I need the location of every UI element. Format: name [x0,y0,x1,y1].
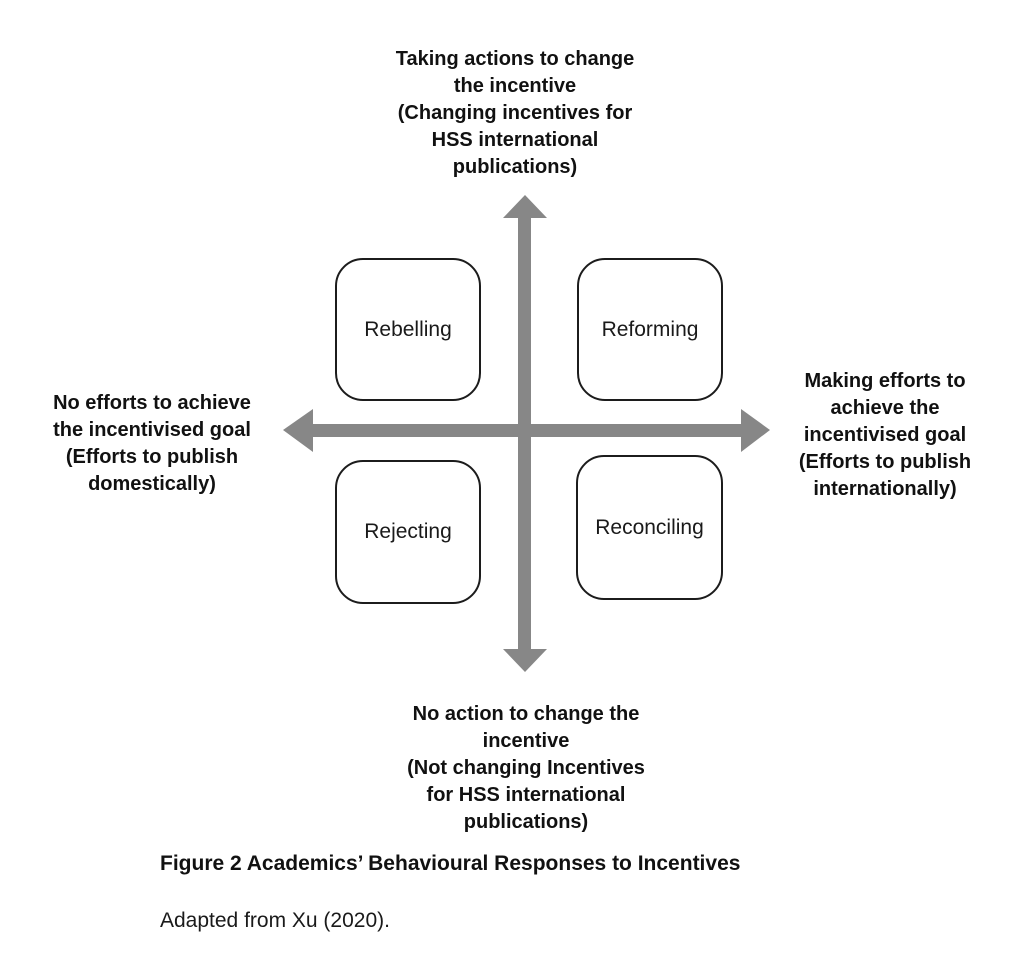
up-arrowhead-icon [503,195,547,218]
source-note: Adapted from Xu (2020). [160,909,390,932]
down-arrowhead-icon [503,649,547,672]
vertical-axis-shaft [518,214,531,652]
top-axis-label: Taking actions to change the incentive (… [395,48,635,178]
quadrant-label-reforming: Reforming [601,317,699,341]
right-arrowhead-icon [741,409,770,452]
bottom-axis-label: No action to change the incentive (Not c… [407,703,645,833]
right-axis-label: Making efforts to achieve the incentivis… [798,370,972,500]
quadrant-label-rejecting: Rejecting [364,520,452,543]
quadrant-box-reforming: Reforming [577,258,723,401]
horizontal-axis-shaft [311,424,743,437]
left-arrowhead-icon [283,409,313,452]
quadrant-box-rejecting: Rejecting [335,460,481,604]
figure-caption: Figure 2 Academics’ Behavioural Response… [160,852,741,875]
quadrant-box-rebelling: Rebelling [335,258,481,401]
quadrant-label-reconciling: Reconciling [595,515,704,539]
quadrant-box-reconciling: Reconciling [576,455,723,600]
left-axis-label: No efforts to achieve the incentivised g… [53,392,251,495]
quadrant-label-rebelling: Rebelling [364,317,452,341]
